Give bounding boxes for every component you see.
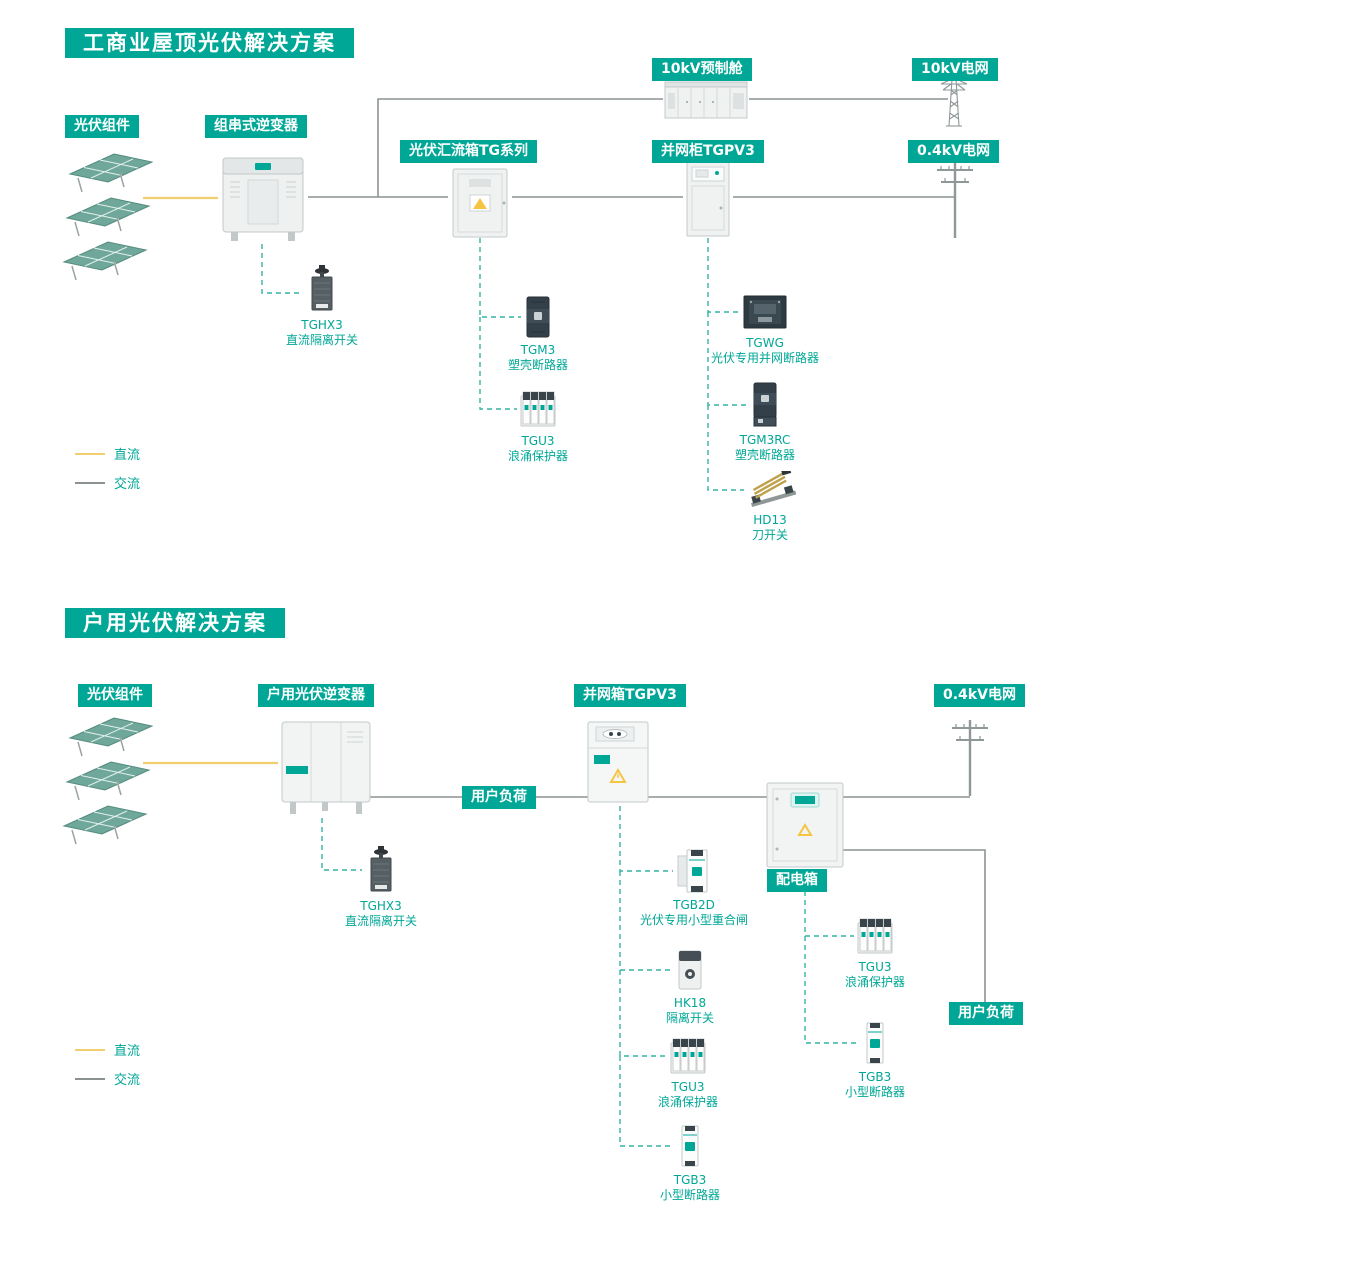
badge-grid-box: 并网箱TGPV3 — [574, 684, 686, 707]
component-name: TGB3 — [858, 1070, 892, 1084]
component-label-hk18: HK18 隔离开关 — [666, 996, 714, 1026]
tgwg-breaker-icon — [742, 292, 788, 336]
badge-grid-cabinet: 并网柜TGPV3 — [652, 140, 764, 163]
section2-title: 户用光伏解决方案 — [65, 608, 285, 638]
transmission-tower-icon — [936, 74, 972, 132]
hd13-knife-switch-icon — [746, 471, 798, 513]
component-label-tgm3: TGM3 塑壳断路器 — [508, 343, 568, 373]
solar-panels-icon-s1 — [58, 148, 153, 292]
badge-distribution-box: 配电箱 — [767, 869, 827, 892]
tgb3-mcb-icon-dist — [860, 1019, 890, 1071]
component-name: TGU3 — [671, 1080, 705, 1094]
component-name: HK18 — [673, 996, 707, 1010]
component-desc: 浪涌保护器 — [657, 1095, 719, 1109]
house-inverter-icon — [278, 718, 374, 824]
tgb3-mcb-icon-main — [675, 1122, 705, 1174]
component-desc: 直流隔离开关 — [285, 333, 359, 347]
component-label-tghx3-s1: TGHX3 直流隔离开关 — [286, 318, 358, 348]
tgu3-surge-icon-main — [669, 1035, 707, 1081]
component-name: TGWG — [746, 336, 784, 350]
badge-combiner-box: 光伏汇流箱TG系列 — [400, 140, 538, 163]
utility-pole-icon-s2 — [948, 716, 992, 802]
component-desc: 塑壳断路器 — [507, 358, 569, 372]
prefab-cabin-icon — [663, 80, 749, 126]
component-desc: 直流隔离开关 — [344, 914, 418, 928]
dc-line-swatch — [75, 452, 105, 455]
legend-dc-row: 直流 — [75, 444, 140, 463]
component-label-hd13: HD13 刀开关 — [752, 513, 788, 543]
component-name: TGHX3 — [360, 899, 402, 913]
legend-dc-row: 直流 — [75, 1040, 140, 1059]
component-label-tgb2d: TGB2D 光伏专用小型重合闸 — [640, 898, 748, 928]
component-name: TGB3 — [673, 1173, 707, 1187]
component-label-tgm3rc: TGM3RC 塑壳断路器 — [735, 433, 795, 463]
component-desc: 小型断路器 — [659, 1188, 721, 1202]
component-label-tghx3-s2: TGHX3 直流隔离开关 — [345, 899, 417, 929]
component-desc: 塑壳断路器 — [734, 448, 796, 462]
badge-user-load-mid: 用户负荷 — [462, 786, 536, 809]
badge-user-load-right: 用户负荷 — [949, 1002, 1023, 1025]
component-name: TGU3 — [521, 434, 555, 448]
dc-label: 直流 — [114, 448, 141, 463]
hk18-isolator-icon — [672, 947, 708, 997]
badge-string-inverter: 组串式逆变器 — [205, 115, 307, 138]
badge-04kv-grid-s2: 0.4kV电网 — [934, 684, 1025, 707]
grid-connection-box-icon — [584, 718, 652, 812]
ac-label: 交流 — [114, 1073, 141, 1088]
tgm3-breaker-icon — [523, 295, 553, 343]
badge-pv-modules-s1: 光伏组件 — [65, 115, 139, 138]
component-desc: 小型断路器 — [844, 1085, 906, 1099]
component-label-tgu3-s1: TGU3 浪涌保护器 — [508, 434, 568, 464]
badge-04kv-grid-s1: 0.4kV电网 — [908, 140, 999, 163]
component-desc: 光伏专用并网断路器 — [710, 351, 820, 365]
distribution-box-icon — [763, 779, 847, 875]
tghx3-switch-icon-s2 — [364, 845, 398, 899]
section1-title: 工商业屋顶光伏解决方案 — [65, 28, 354, 58]
ac-label: 交流 — [114, 477, 141, 492]
component-name: TGM3 — [520, 343, 556, 357]
legend-ac-row: 交流 — [75, 1069, 140, 1088]
component-name: TGB2D — [673, 898, 715, 912]
dc-line-swatch — [75, 1048, 105, 1051]
component-label-tgu3-dist: TGU3 浪涌保护器 — [845, 960, 905, 990]
legend-s2: 直流 交流 — [75, 1040, 140, 1098]
utility-pole-icon-s1 — [933, 158, 977, 244]
tghx3-switch-icon-s1 — [305, 264, 339, 318]
badge-10kv-grid: 10kV电网 — [912, 58, 998, 81]
component-desc: 隔离开关 — [665, 1011, 715, 1025]
badge-pv-modules-s2: 光伏组件 — [78, 684, 152, 707]
ac-line-swatch — [75, 1077, 105, 1080]
component-name: TGHX3 — [301, 318, 343, 332]
legend-ac-row: 交流 — [75, 473, 140, 492]
ac-line-swatch — [75, 481, 105, 484]
combiner-box-icon — [448, 165, 512, 247]
component-label-tgu3-main: TGU3 浪涌保护器 — [658, 1080, 718, 1110]
tgb2d-recloser-icon — [675, 846, 713, 900]
component-label-tgb3-main: TGB3 小型断路器 — [660, 1173, 720, 1203]
badge-prefab-cabin: 10kV预制舱 — [652, 58, 752, 81]
dc-label: 直流 — [114, 1044, 141, 1059]
tgm3rc-breaker-icon — [749, 381, 781, 433]
ac-lines — [308, 98, 986, 1004]
solar-panels-icon-s2 — [58, 712, 153, 856]
component-name: TGU3 — [858, 960, 892, 974]
component-name: TGM3RC — [739, 433, 791, 447]
component-desc: 刀开关 — [751, 528, 789, 542]
legend-s1: 直流 交流 — [75, 444, 140, 502]
string-inverter-icon — [218, 148, 308, 252]
component-desc: 浪涌保护器 — [844, 975, 906, 989]
badge-house-inverter: 户用光伏逆变器 — [258, 684, 374, 707]
component-label-tgb3-dist: TGB3 小型断路器 — [845, 1070, 905, 1100]
tgu3-surge-icon-dist — [856, 915, 894, 961]
tgu3-surge-icon-s1 — [519, 388, 557, 434]
component-name: HD13 — [753, 513, 787, 527]
component-desc: 光伏专用小型重合闸 — [639, 913, 749, 927]
component-label-tgwg: TGWG 光伏专用并网断路器 — [711, 336, 819, 366]
component-desc: 浪涌保护器 — [507, 449, 569, 463]
grid-cabinet-icon — [683, 160, 733, 244]
